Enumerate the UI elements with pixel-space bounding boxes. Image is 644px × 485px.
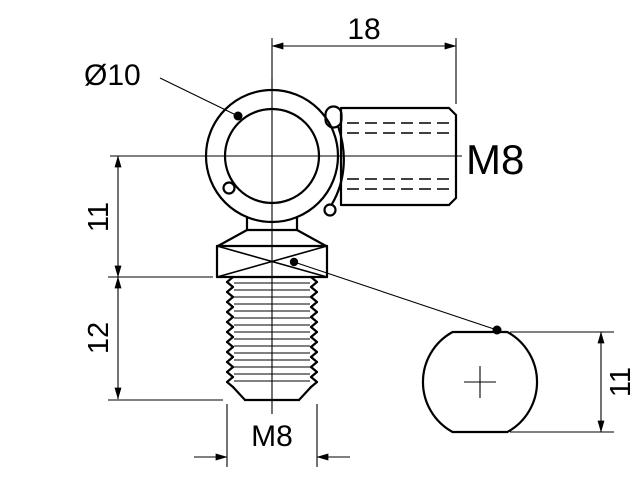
leader-dot-hex (289, 257, 299, 267)
ball-circle (223, 107, 321, 205)
stud-chamfer-right (297, 385, 313, 402)
dim-11-right-text: 11 (605, 367, 637, 397)
threaded-stud (225, 275, 319, 402)
detail-ball-outline (421, 330, 539, 434)
ball-diameter-text: Ø10 (84, 59, 141, 92)
retaining-clip-end-right (323, 203, 337, 217)
dim-18-text: 18 (347, 13, 380, 46)
hex-cross-marking (216, 245, 328, 278)
socket-thread-text: M8 (466, 136, 524, 183)
hex-flange (215, 244, 329, 279)
ball-neck (216, 215, 328, 248)
label-ball-diameter: Ø10 (84, 59, 243, 121)
stud-right-thread-profile (309, 275, 319, 389)
retaining-clip-wire (330, 124, 345, 206)
dim-left-12: 12 (83, 276, 223, 401)
retaining-clip-loop (324, 105, 343, 129)
leader-dot-ball (233, 111, 243, 121)
leader-dot-detail (492, 325, 502, 335)
dim-top-18: 18 (271, 13, 457, 104)
socket-body-outline (339, 106, 458, 207)
stud-chamfer-left (231, 385, 247, 402)
ball-housing-circle (204, 88, 340, 224)
thread-crest-lines (234, 282, 310, 382)
stud-thread-text: M8 (251, 420, 293, 453)
leader-line (159, 77, 239, 117)
retaining-clip (222, 105, 345, 217)
dim-12-left-text: 12 (83, 322, 115, 354)
dim-left-11: 11 (83, 155, 213, 278)
dim-bottom-m8: M8 (194, 404, 350, 467)
detail-ball-view (421, 330, 539, 434)
retaining-clip-end-left (222, 181, 236, 195)
stud-left-thread-profile (225, 275, 235, 389)
dim-11-left-text: 11 (83, 202, 115, 232)
detail-leader (289, 257, 502, 335)
dim-right-11: 11 (510, 331, 637, 433)
